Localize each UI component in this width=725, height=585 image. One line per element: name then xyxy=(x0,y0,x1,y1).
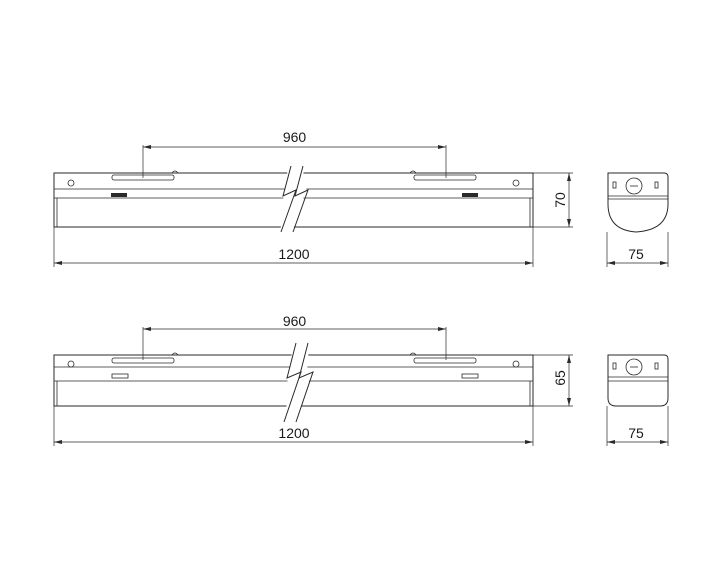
fixture-1-clip-left xyxy=(111,193,127,197)
fixture-1-dim-75-label: 75 xyxy=(628,246,644,262)
fixture-1-dim-960: 960 xyxy=(142,129,447,178)
fixture-1-dim-960-arrow-left xyxy=(143,145,151,149)
fixture-2-dim-1200: 1200 xyxy=(53,406,534,446)
fixture-1-dim-75: 75 xyxy=(606,232,669,267)
fixture-2-break-line-a xyxy=(283,342,302,423)
fixture-2-dim-1200-arrow-left xyxy=(54,440,62,444)
fixture-2-dim-75-label: 75 xyxy=(628,425,644,441)
fixture-2-end-profile xyxy=(607,354,669,407)
fixture-1-screw-right xyxy=(512,179,520,187)
fixture-1-break-gap xyxy=(280,168,307,230)
fixture-2-clip-left xyxy=(111,373,129,379)
fixture-1-mount-slot-right xyxy=(413,174,477,181)
fixture-2-dim-75: 75 xyxy=(606,406,669,446)
fixture-2-dim-65-arrow-top xyxy=(567,355,571,363)
fixture-2-end-tab-right xyxy=(654,362,659,370)
fixture-1-break-line-b xyxy=(292,165,309,233)
fixture-2-dim-1200-label: 1200 xyxy=(278,425,309,441)
fixture-1-screw-left xyxy=(67,179,75,187)
fixture-2-side-view xyxy=(53,342,534,423)
fixture-2-clip-right xyxy=(461,373,479,379)
fixture-1-end-tab-right xyxy=(654,181,659,189)
fixture-1-hook-left xyxy=(171,170,179,174)
fixture-1-clip-right xyxy=(462,193,478,197)
fixture-1-side-view xyxy=(53,165,534,233)
fixture-1-dim-75-arrow-left xyxy=(607,261,615,265)
fixture-2-screw-left xyxy=(67,360,75,368)
fixture-1-dim-1200-arrow-right xyxy=(525,261,533,265)
fixture-2-dim-960-arrow-right xyxy=(438,327,446,331)
fixture-1-dim-960-label: 960 xyxy=(283,129,307,145)
fixture-2-break-line-b xyxy=(295,342,314,423)
fixture-2-dim-65-label: 65 xyxy=(552,370,568,386)
fixture-2-dim-75-arrow-left xyxy=(607,440,615,444)
fixture-2-end-knockout xyxy=(625,358,643,376)
fixture-1-dim-75-arrow-right xyxy=(660,261,668,265)
fixture-1-end-knockout xyxy=(625,177,643,195)
fixture-2-dim-1200-arrow-right xyxy=(525,440,533,444)
fixture-1-break-line-a xyxy=(280,165,297,233)
fixture-1-dim-70-arrow-top xyxy=(567,173,571,181)
fixture-1-dim-1200: 1200 xyxy=(53,227,534,267)
fixture-2-dim-65: 65 xyxy=(533,354,573,407)
fixture-1-end-view xyxy=(607,172,669,233)
fixture-2-dim-75-arrow-right xyxy=(660,440,668,444)
fixture-2-dim-65-arrow-bottom xyxy=(567,398,571,406)
fixture-2-hook-right xyxy=(409,352,417,356)
fixture-2-end-view xyxy=(607,354,669,407)
fixture-2-hook-left xyxy=(171,352,179,356)
fixture-2-dim-960: 960 xyxy=(142,313,447,360)
fixture-1-dim-1200-arrow-left xyxy=(54,261,62,265)
fixture-1-end-profile xyxy=(607,172,669,233)
fixture-1-end-tab-left xyxy=(612,181,617,189)
fixture-2-dim-960-label: 960 xyxy=(283,313,307,329)
fixture-1-dim-70: 70 xyxy=(533,172,573,228)
fixture-2-end-tab-left xyxy=(612,362,617,370)
fixture-2-screw-right xyxy=(512,360,520,368)
fixture-1-dim-1200-label: 1200 xyxy=(278,246,309,262)
fixture-2-dim-960-arrow-left xyxy=(143,327,151,331)
fixture-1-hook-right xyxy=(409,170,417,174)
fixture-2-mount-slot-right xyxy=(413,357,477,364)
fixture-1-dim-70-label: 70 xyxy=(552,192,568,208)
fixture-1-dim-960-arrow-right xyxy=(438,145,446,149)
fixture-1-dim-70-arrow-bottom xyxy=(567,219,571,227)
